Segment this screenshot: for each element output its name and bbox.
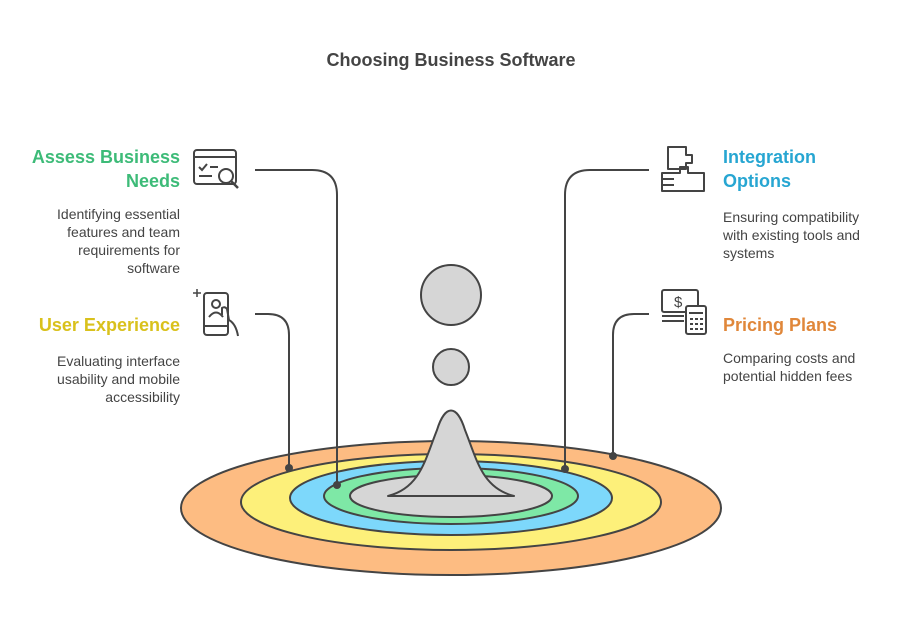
droplet-small bbox=[432, 348, 470, 386]
pricing-heading: Pricing Plans bbox=[723, 315, 838, 335]
diagram-title: Choosing Business Software bbox=[326, 50, 576, 70]
mobile-touch-icon bbox=[193, 289, 239, 337]
integration-desc-line: Ensuring compatibility bbox=[723, 209, 860, 225]
connector-dot-pricing bbox=[609, 452, 617, 460]
droplet-large bbox=[420, 264, 482, 326]
assess-desc-line: Identifying essential bbox=[57, 206, 180, 222]
connector-dot-integration bbox=[561, 465, 569, 473]
puzzle-integration-icon bbox=[661, 146, 705, 192]
connector-pricing bbox=[612, 313, 649, 456]
splash-peak bbox=[387, 409, 515, 497]
connector-assess bbox=[255, 169, 338, 485]
svg-text:$: $ bbox=[674, 294, 683, 311]
assess-heading-line2: Needs bbox=[125, 171, 180, 191]
assess-desc-line: features and team bbox=[67, 224, 180, 240]
assess-desc-line: requirements for bbox=[78, 242, 180, 258]
connector-dot-assess bbox=[333, 481, 341, 489]
ux-heading: User Experience bbox=[38, 315, 180, 335]
assess-heading: Assess Business Needs bbox=[10, 145, 180, 193]
assess-description: Identifying essential features and team … bbox=[10, 205, 180, 277]
ux-desc-line: usability and mobile bbox=[57, 371, 180, 387]
pricing-desc-line: Comparing costs and bbox=[723, 350, 856, 366]
pricing-desc-line: potential hidden fees bbox=[723, 368, 853, 384]
connector-dot-ux bbox=[285, 464, 293, 472]
integration-desc-line: systems bbox=[723, 245, 775, 261]
assess-desc-line: software bbox=[127, 260, 180, 276]
integration-heading-line2: Options bbox=[723, 171, 791, 191]
ux-description: Evaluating interface usability and mobil… bbox=[10, 352, 180, 406]
pricing-description: Comparing costs and potential hidden fee… bbox=[723, 349, 903, 385]
connector-ux bbox=[255, 313, 290, 468]
integration-heading: Integration Options bbox=[723, 145, 903, 193]
money-calculator-icon: $ bbox=[661, 289, 707, 335]
ux-desc-line: Evaluating interface bbox=[57, 353, 180, 369]
integration-heading-line1: Integration bbox=[723, 147, 816, 167]
ux-desc-line: accessibility bbox=[105, 389, 180, 405]
connector-integration bbox=[564, 169, 649, 469]
assess-heading-line1: Assess Business bbox=[31, 147, 180, 167]
integration-desc-line: with existing tools and bbox=[723, 227, 860, 243]
integration-description: Ensuring compatibility with existing too… bbox=[723, 208, 903, 262]
checklist-search-icon bbox=[193, 149, 239, 189]
